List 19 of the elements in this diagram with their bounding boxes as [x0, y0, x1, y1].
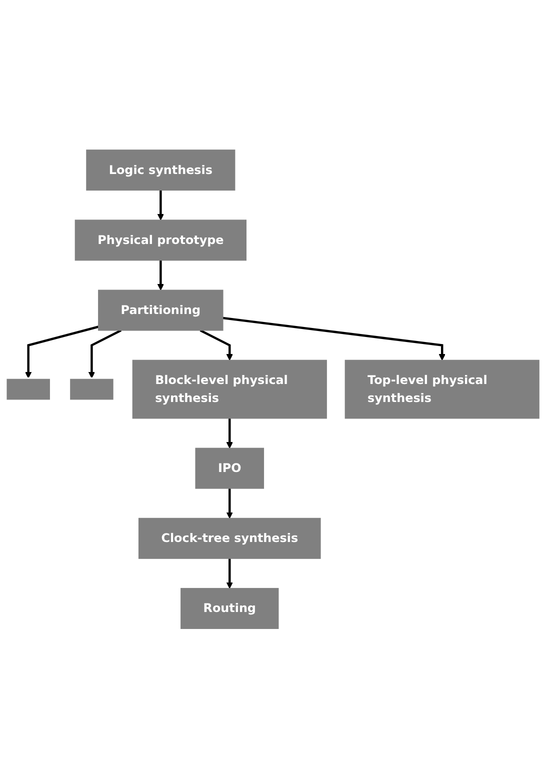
node-box: Routing [180, 588, 279, 629]
arrow [88, 329, 122, 378]
arrow [222, 316, 446, 360]
node-box: Partitioning [98, 289, 224, 330]
node-box: Block-level physical synthesis [132, 360, 327, 418]
node-box: Physical prototype [74, 219, 246, 260]
node-box: Top-level physical synthesis [344, 360, 540, 418]
node-box [68, 377, 115, 401]
node-box: Clock-tree synthesis [138, 518, 321, 559]
arrow [157, 190, 164, 220]
node-box [5, 377, 52, 401]
arrow [226, 488, 233, 518]
node-box: IPO [195, 448, 264, 489]
arrow [25, 325, 99, 378]
arrow [200, 329, 233, 360]
arrow [226, 558, 233, 588]
node-box: Logic synthesis [86, 149, 236, 190]
arrow [226, 418, 233, 448]
arrow [157, 260, 164, 290]
